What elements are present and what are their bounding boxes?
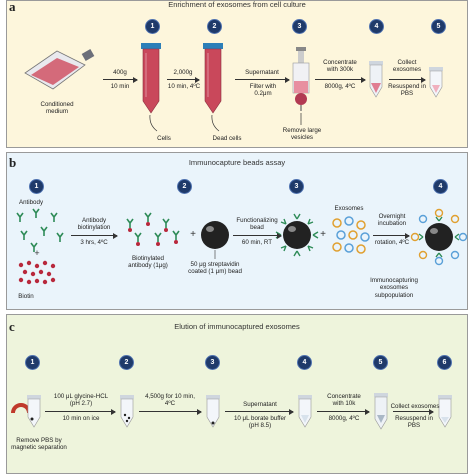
overnight-label: Overnight incubation xyxy=(377,213,407,228)
eppendorf-tube-icon xyxy=(438,395,452,428)
rotation-label: rotation, 4ºC xyxy=(374,239,410,246)
resuspend-label: Resuspend in PBS xyxy=(388,83,426,98)
antibody-label: Antibody xyxy=(18,199,44,206)
biotinylated-antibody-icon xyxy=(126,212,180,242)
eppendorf-tube-icon xyxy=(27,395,41,428)
bead-label: 50 μg streptavidin coated (1 μm) bead xyxy=(188,261,242,276)
immunocapture-label: Immunocapturing exosomes subpopulation xyxy=(370,277,418,299)
concentrate-label: Concentrate with 10k xyxy=(327,393,361,408)
panel-a-illustrations xyxy=(24,43,443,132)
resuspend-label: Resuspend in PBS xyxy=(395,415,433,430)
antibody-icon xyxy=(16,208,64,252)
glycine-label: 100 μL glycine-HCL (pH 2.7) xyxy=(53,393,109,408)
concentrator-tube-icon xyxy=(369,61,383,98)
biotin-label: Biotin xyxy=(18,293,34,300)
exosome-icon xyxy=(332,216,370,254)
concentrator-tube-icon xyxy=(374,393,388,430)
flow-arrow xyxy=(315,76,366,83)
svg-text:+: + xyxy=(190,229,196,240)
ice-label: 10 min on ice xyxy=(62,415,100,422)
flow-arrow xyxy=(45,408,116,415)
step-badge: 2 xyxy=(177,179,192,194)
step-badge: 2 xyxy=(119,355,134,370)
falcon-tube-icon xyxy=(203,43,223,114)
step-badge: 1 xyxy=(29,179,44,194)
functionalized-bead-icon xyxy=(275,213,319,257)
flow-arrow xyxy=(139,408,202,415)
panel-label: b xyxy=(9,155,17,170)
step-badge: 3 xyxy=(292,19,307,34)
step-badge: 4 xyxy=(297,355,312,370)
falcon-tube-icon xyxy=(141,43,161,114)
flow-arrow xyxy=(71,232,118,239)
culture-flask-icon xyxy=(24,49,95,90)
exosomes-label: Exosomes xyxy=(334,205,364,212)
collect-exosomes-label: Collect exosomes xyxy=(392,59,422,74)
panel-c: c Elution of immunocaptured exosomes 1 2… xyxy=(6,314,468,474)
eppendorf-tube-icon xyxy=(206,395,220,428)
magnet-icon xyxy=(11,403,31,414)
collect-exosomes-label: Collect exosomes xyxy=(390,403,440,410)
flow-arrow xyxy=(393,408,434,415)
panel-a: a Enrichment of exosomes from cell cultu… xyxy=(6,0,468,148)
cells-label: Cells xyxy=(157,135,171,142)
flow-arrow xyxy=(225,408,294,415)
functionalizing-label: Functionalizing bead xyxy=(236,217,278,232)
flow-arrow xyxy=(235,76,290,83)
biotinylated-antibody-label: Biotinylated antibody (1μg) xyxy=(128,255,168,270)
step-badge: 5 xyxy=(431,19,446,34)
spin1-time: 10 min xyxy=(110,83,130,90)
svg-text:+: + xyxy=(320,229,326,240)
step-badge: 1 xyxy=(25,355,40,370)
panel-label: c xyxy=(9,319,15,334)
flow-arrow xyxy=(167,76,200,83)
spin1-speed: 400g xyxy=(113,69,127,76)
step-badge: 2 xyxy=(207,19,222,34)
eppendorf-tube-icon xyxy=(298,395,312,428)
concentrate-speed: 8000g, 4ºC xyxy=(324,83,356,90)
svg-text:+: + xyxy=(34,248,39,258)
flow-arrow xyxy=(389,76,426,83)
panel-b: b Immunocapture beads assay 1 2 3 4 + xyxy=(6,152,468,310)
step-badge: 3 xyxy=(289,179,304,194)
panel-title: Immunocapture beads assay xyxy=(188,158,286,167)
biotinylation-label: Antibody biotinylation xyxy=(77,217,111,232)
supernatant-label: Supernatant xyxy=(245,69,279,76)
step-badge: 1 xyxy=(145,19,160,34)
biotinylation-time: 3 hrs, 4ºC xyxy=(80,239,108,246)
conditioned-medium-label: Conditioned medium xyxy=(40,101,74,116)
borate-label: 10 μL borate buffer (pH 8.5) xyxy=(233,415,287,430)
flow-arrow xyxy=(373,232,410,239)
panel-c-illustrations xyxy=(11,393,452,430)
panel-b-illustrations: + + xyxy=(16,208,468,285)
step-badge: 4 xyxy=(369,19,384,34)
panel-label: a xyxy=(9,0,16,14)
spin2-time: 10 min, 4ºC xyxy=(167,83,201,90)
eppendorf-tube-icon xyxy=(120,395,134,428)
panel-title: Elution of immunocaptured exosomes xyxy=(174,322,300,331)
panel-title: Enrichment of exosomes from cell culture xyxy=(168,0,306,9)
concentrate-speed: 8000g, 4ºC xyxy=(328,415,360,422)
spin-label: 4,500g for 10 min, 4ºC xyxy=(145,393,195,408)
step-badge: 5 xyxy=(373,355,388,370)
biotin-icon xyxy=(18,260,56,285)
flow-arrow xyxy=(233,232,282,239)
step-badge: 6 xyxy=(437,355,452,370)
remove-large-vesicles-label: Remove large vesicles xyxy=(282,127,322,142)
streptavidin-bead-icon xyxy=(201,221,229,249)
dead-cells-label: Dead cells xyxy=(212,135,242,142)
remove-pbs-label: Remove PBS by magnetic separation xyxy=(11,437,67,452)
captured-exosome-bead-icon xyxy=(410,208,468,266)
spin2-speed: 2,000g xyxy=(173,69,193,76)
functionalizing-time: 60 min, RT xyxy=(241,239,273,246)
concentrate-label: Concentrate with 300k xyxy=(323,59,357,74)
supernatant-label: Supernatant xyxy=(243,401,277,408)
step-badge: 3 xyxy=(205,355,220,370)
flow-arrow xyxy=(317,408,370,415)
flow-arrow xyxy=(103,76,138,83)
eppendorf-tube-icon xyxy=(429,67,443,98)
filter-label: Filter with 0.2μm xyxy=(249,83,277,98)
syringe-filter-icon xyxy=(292,47,310,111)
step-badge: 4 xyxy=(433,179,448,194)
